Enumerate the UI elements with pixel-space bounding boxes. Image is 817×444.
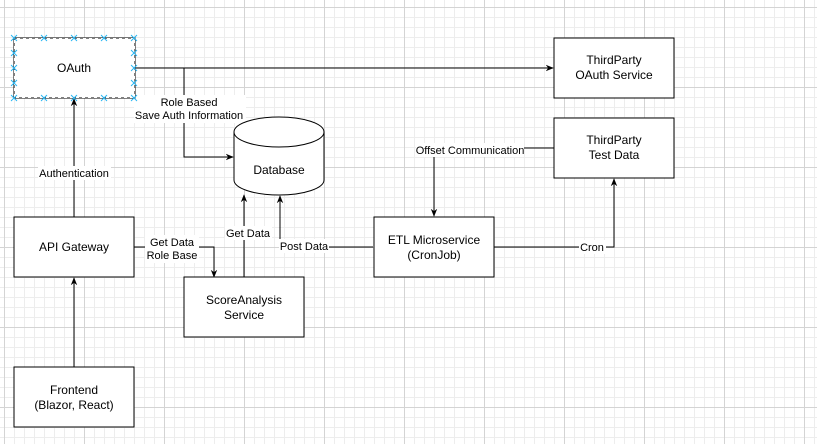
edge-testdata-to-etl[interactable]: Offset Communication xyxy=(416,143,554,217)
selection-handle[interactable] xyxy=(70,34,78,42)
node-database[interactable]: Database xyxy=(233,116,325,196)
edge-label-role-based: Role Based xyxy=(161,97,218,109)
edge-oauth-to-database[interactable]: Role Based Save Auth Information xyxy=(134,68,246,161)
selection-handle[interactable] xyxy=(130,49,138,57)
edge-label-role-base-line2: Role Base xyxy=(147,250,198,262)
selection-handle[interactable] xyxy=(10,94,18,102)
node-thirdparty-testdata-line1: ThirdParty xyxy=(586,133,641,147)
node-etl-line1: ETL Microservice xyxy=(388,233,481,247)
node-thirdparty-testdata-line2: Test Data xyxy=(589,148,640,162)
node-database-label: Database xyxy=(253,163,305,177)
node-api-gateway-label: API Gateway xyxy=(39,240,109,254)
edge-label-save-auth-information: Save Auth Information xyxy=(135,110,243,122)
edge-etl-to-database[interactable]: Post Data xyxy=(276,195,373,253)
selection-handle[interactable] xyxy=(130,94,138,102)
edge-gateway-to-oauth[interactable]: Authentication xyxy=(38,98,111,217)
edge-gateway-to-scoreanalysis[interactable]: Get Data Role Base xyxy=(134,235,218,278)
edge-label-post-data: Post Data xyxy=(280,241,329,253)
selection-handle[interactable] xyxy=(100,94,108,102)
node-etl-line2: (CronJob) xyxy=(407,248,460,262)
node-scoreanalysis-line1: ScoreAnalysis xyxy=(206,293,282,307)
edge-etl-to-testdata[interactable]: Cron xyxy=(494,178,618,254)
node-frontend-line2: (Blazor, React) xyxy=(34,398,113,412)
node-thirdparty-test-data[interactable]: ThirdParty Test Data xyxy=(553,117,675,179)
edge-scoreanalysis-to-database[interactable]: Get Data xyxy=(225,194,272,277)
selection-handle[interactable] xyxy=(130,34,138,42)
selection-handle[interactable] xyxy=(10,79,18,87)
node-scoreanalysis-service[interactable]: ScoreAnalysis Service xyxy=(183,276,305,338)
node-frontend-line1: Frontend xyxy=(50,383,98,397)
edge-label-get-data-line1: Get Data xyxy=(150,237,195,249)
node-oauth-label: OAuth xyxy=(57,61,91,75)
edge-label-authentication: Authentication xyxy=(39,168,109,180)
node-thirdparty-oauth-line2: OAuth Service xyxy=(575,68,653,82)
edge-label-cron: Cron xyxy=(580,242,604,254)
selection-handle[interactable] xyxy=(10,34,18,42)
node-thirdparty-oauth-service[interactable]: ThirdParty OAuth Service xyxy=(553,37,675,99)
node-frontend[interactable]: Frontend (Blazor, React) xyxy=(13,366,135,428)
selection-handle[interactable] xyxy=(40,34,48,42)
selection-handle[interactable] xyxy=(70,94,78,102)
selection-handle[interactable] xyxy=(10,64,18,72)
node-thirdparty-oauth-line1: ThirdParty xyxy=(586,53,641,67)
selection-handles[interactable] xyxy=(10,34,138,102)
node-scoreanalysis-line2: Service xyxy=(224,308,264,322)
selection-handle[interactable] xyxy=(100,34,108,42)
selection-handle[interactable] xyxy=(40,94,48,102)
selection-handle[interactable] xyxy=(130,79,138,87)
node-etl-microservice[interactable]: ETL Microservice (CronJob) xyxy=(373,216,495,278)
selection-handle[interactable] xyxy=(130,64,138,72)
node-oauth[interactable]: OAuth xyxy=(13,37,136,99)
selection-handle[interactable] xyxy=(10,49,18,57)
edge-label-get-data: Get Data xyxy=(226,228,271,240)
node-api-gateway[interactable]: API Gateway xyxy=(13,216,135,278)
edge-label-offset-communication: Offset Communication xyxy=(416,145,525,157)
